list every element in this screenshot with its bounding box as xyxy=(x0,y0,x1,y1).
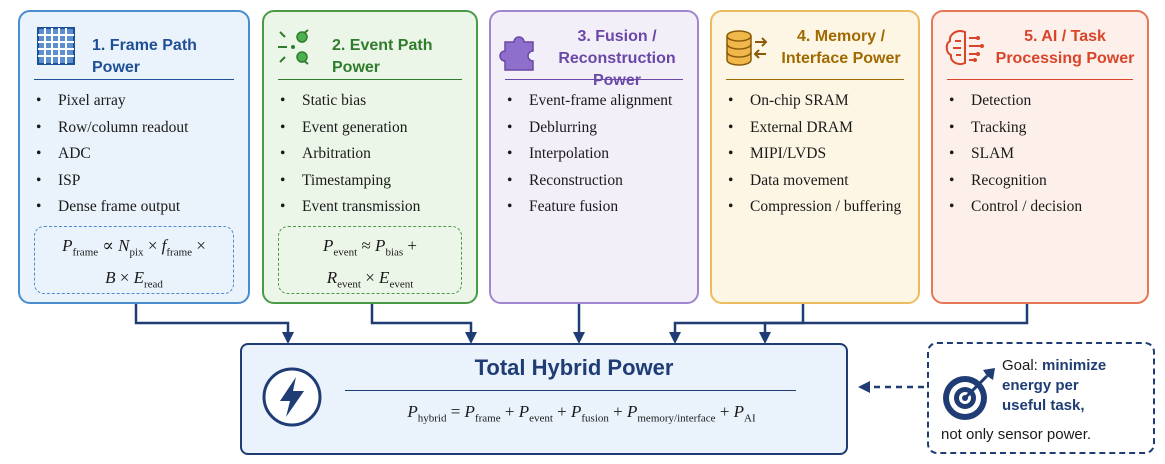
arrow-ai xyxy=(759,304,1029,344)
list-item: Arbitration xyxy=(278,141,468,168)
frame-power-formula: Pframe ∝ Npix × fframe × B × Eread xyxy=(34,226,234,294)
panel-memory-interface: 4. Memory / Interface Power On-chip SRAM… xyxy=(710,10,920,304)
puzzle-icon xyxy=(499,36,534,71)
component-list: Detection Tracking SLAM Recognition Cont… xyxy=(947,88,1139,221)
event-spikes-icon xyxy=(278,29,309,65)
list-item: Control / decision xyxy=(947,194,1139,221)
target-arrow-icon xyxy=(943,368,995,420)
panel-title: 4. Memory / Interface Power xyxy=(781,28,901,67)
list-item: Detection xyxy=(947,88,1139,115)
list-item: MIPI/LVDS xyxy=(726,141,910,168)
list-item: Event-frame alignment xyxy=(505,88,689,115)
list-item: Dense frame output xyxy=(34,194,240,221)
list-item: Reconstruction xyxy=(505,168,689,195)
total-hybrid-power-box: Total Hybrid Power Phybrid = Pframe + Pe… xyxy=(240,343,848,455)
panel-title: 1. Frame Path Power xyxy=(92,37,197,76)
event-power-formula: Pevent ≈ Pbias + Revent × Eevent xyxy=(278,226,462,294)
arrow-memory xyxy=(669,304,805,344)
panel-title: 5. AI / Task Processing Power xyxy=(995,28,1135,67)
list-item: On-chip SRAM xyxy=(726,88,910,115)
list-item: Event generation xyxy=(278,115,468,142)
lightning-bolt-icon xyxy=(262,367,322,427)
list-item: Data movement xyxy=(726,168,910,195)
component-list: On-chip SRAM External DRAM MIPI/LVDS Dat… xyxy=(726,88,910,221)
panel-frame-path: 1. Frame Path Power Pixel array Row/colu… xyxy=(18,10,250,304)
list-item: Recognition xyxy=(947,168,1139,195)
panel-title: 2. Event Path Power xyxy=(332,37,433,76)
database-icon xyxy=(726,30,768,66)
list-item: SLAM xyxy=(947,141,1139,168)
list-item: ISP xyxy=(34,168,240,195)
component-list: Pixel array Row/column readout ADC ISP D… xyxy=(34,88,240,221)
list-item: Row/column readout xyxy=(34,115,240,142)
list-item: ADC xyxy=(34,141,240,168)
component-list: Static bias Event generation Arbitration… xyxy=(278,88,468,221)
brain-circuit-icon xyxy=(945,30,984,65)
arrow-frame xyxy=(134,304,294,344)
component-list: Event-frame alignment Deblurring Interpo… xyxy=(505,88,689,221)
list-item: Static bias xyxy=(278,88,468,115)
list-item: Compression / buffering xyxy=(726,194,910,221)
total-power-equation: Phybrid = Pframe + Pevent + Pfusion + Pm… xyxy=(407,402,756,425)
pixel-grid-icon xyxy=(37,27,75,65)
goal-text: Goal: minimize energy per useful task, xyxy=(1002,357,1107,414)
panel-ai-task: 5. AI / Task Processing Power Detection … xyxy=(931,10,1149,304)
list-item: Timestamping xyxy=(278,168,468,195)
divider xyxy=(34,79,234,80)
divider xyxy=(505,79,683,80)
goal-box: Goal: minimize energy per useful task, n… xyxy=(927,342,1155,454)
divider xyxy=(947,79,1133,80)
list-item: External DRAM xyxy=(726,115,910,142)
list-item: Deblurring xyxy=(505,115,689,142)
list-item: Tracking xyxy=(947,115,1139,142)
divider xyxy=(345,390,796,391)
divider xyxy=(726,79,904,80)
panel-event-path: 2. Event Path Power Static bias Event ge… xyxy=(262,10,478,304)
goal-footer: not only sensor power. xyxy=(941,426,1092,443)
panel-fusion: 3. Fusion / Reconstruction Power Event-f… xyxy=(489,10,699,304)
list-item: Feature fusion xyxy=(505,194,689,221)
list-item: Pixel array xyxy=(34,88,240,115)
list-item: Interpolation xyxy=(505,141,689,168)
arrow-event xyxy=(370,304,477,344)
total-title: Total Hybrid Power xyxy=(474,355,674,380)
divider xyxy=(278,79,462,80)
list-item: Event transmission xyxy=(278,194,468,221)
panel-title: 3. Fusion / Reconstruction Power xyxy=(558,28,676,89)
